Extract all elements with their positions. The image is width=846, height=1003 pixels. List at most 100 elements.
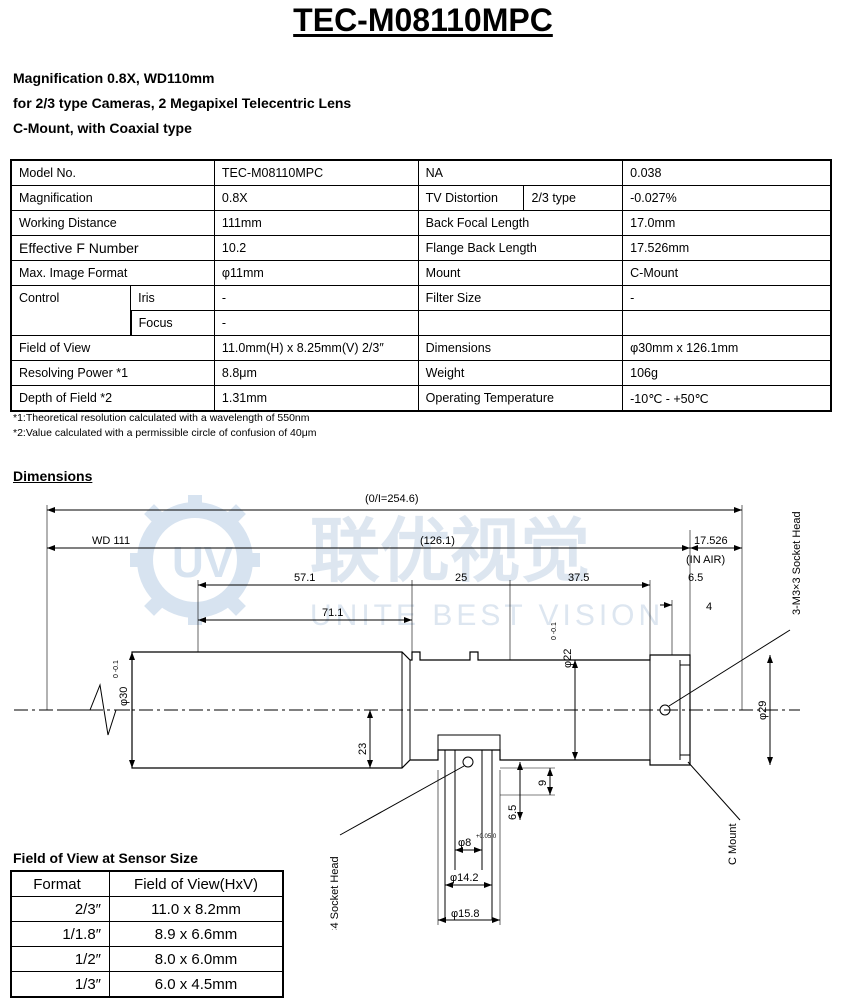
label-m3x3: 3-M3×3 Socket Head	[791, 511, 803, 615]
spec-label: Control	[10, 285, 132, 336]
table-row: Focus -	[11, 310, 833, 336]
spec-value: -0.027%	[622, 185, 833, 211]
spec-value: 17.0mm	[622, 210, 833, 236]
spec-value: -	[213, 285, 419, 311]
spec-label: Depth of Field *2	[9, 385, 215, 412]
spec-label: Weight	[417, 360, 624, 386]
spec-label: Back Focal Length	[417, 210, 624, 236]
label-tol8: +0.05 0	[476, 834, 497, 840]
fov-format: 1/2″	[10, 946, 110, 972]
spec-value: φ11mm	[213, 260, 419, 286]
label-711: 71.1	[322, 607, 343, 619]
label-in-air: (IN AIR)	[686, 554, 725, 566]
label-m3x4: 1-M3×4 Socket Head	[329, 856, 341, 930]
table-row: Model No. TEC-M08110MPC NA 0.038	[9, 159, 833, 186]
spec-sublabel: Focus	[129, 310, 215, 336]
spec-value: 0.8X	[213, 185, 419, 211]
spec-label: Flange Back Length	[417, 235, 624, 261]
spec-label: Max. Image Format	[9, 260, 215, 286]
spec-label: Filter Size	[417, 285, 624, 311]
label-phi158: φ15.8	[451, 908, 480, 920]
label-25: 25	[455, 572, 467, 584]
leader-m3x3	[668, 629, 791, 707]
table-row: Magnification 0.8X TV Distortion 2/3 typ…	[9, 185, 833, 211]
label-flange: 17.526	[694, 535, 728, 547]
table-row: Resolving Power *1 8.8μm Weight 106g	[9, 360, 833, 386]
spec-value: -10℃ - +50℃	[622, 385, 833, 412]
label-9: 9	[537, 780, 549, 786]
spec-value: 10.2	[213, 235, 419, 261]
spec-label: Effective F Number	[9, 235, 215, 261]
label-phi142: φ14.2	[450, 872, 479, 884]
footnotes: *1:Theoretical resolution calculated wit…	[13, 411, 317, 441]
spec-empty	[622, 310, 833, 336]
spec-value: 1.31mm	[213, 385, 419, 412]
leader-m3x4	[339, 765, 465, 836]
dimensions-title: Dimensions	[13, 468, 93, 484]
spec-value: -	[622, 285, 833, 311]
fov-value: 8.0 x 6.0mm	[109, 946, 284, 972]
intro-line: C-Mount, with Coaxial type	[13, 120, 192, 136]
break-line	[60, 683, 130, 736]
table-row: Field of View 11.0mm(H) x 8.25mm(V) 2/3″…	[9, 335, 833, 361]
fov-table: Format Field of View(HxV) 2/3″ 11.0 x 8.…	[10, 870, 284, 998]
spec-label: Model No.	[9, 159, 215, 186]
dimension-drawing: (0/I=254.6) WD 111 (126.1) 17.526 (IN AI…	[14, 493, 803, 930]
label-wd: WD 111	[92, 535, 130, 547]
spec-value: TEC-M08110MPC	[213, 159, 419, 186]
label-body: (126.1)	[420, 535, 455, 547]
spec-sublabel: Iris	[130, 285, 215, 311]
spec-value: 106g	[622, 360, 833, 386]
spec-label: Magnification	[9, 185, 215, 211]
spec-label: TV Distortion	[417, 185, 525, 211]
footnote: *1:Theoretical resolution calculated wit…	[13, 412, 310, 424]
table-row: Max. Image Format φ11mm Mount C-Mount	[9, 260, 833, 286]
fov-header-format: Format	[10, 870, 110, 897]
label-4: 4	[706, 601, 712, 613]
table-row: Control Iris - Filter Size -	[10, 285, 833, 336]
coax-flange	[437, 734, 501, 751]
intro-line: Magnification 0.8X, WD110mm	[13, 70, 215, 86]
intro-block: Magnification 0.8X, WD110mm for 2/3 type…	[13, 66, 351, 141]
socket-screw	[659, 704, 671, 716]
spec-value: C-Mount	[622, 260, 833, 286]
spec-value: -	[213, 310, 419, 336]
label-375: 37.5	[568, 572, 589, 584]
fov-title: Field of View at Sensor Size	[13, 850, 198, 866]
coax-port	[444, 750, 493, 920]
label-phi22: φ22	[562, 649, 574, 668]
spec-value: 8.8μm	[213, 360, 419, 386]
label-phi8: φ8	[458, 837, 471, 849]
spec-value: 11.0mm(H) x 8.25mm(V) 2/3″	[213, 335, 419, 361]
table-row: 1/3″ 6.0 x 4.5mm	[10, 971, 284, 998]
leader-cmount	[687, 761, 741, 821]
fov-header-fov: Field of View(HxV)	[109, 870, 284, 897]
spec-label: Resolving Power *1	[9, 360, 215, 386]
spec-label: Field of View	[9, 335, 215, 361]
spec-label: Working Distance	[9, 210, 215, 236]
label-phi30: φ30	[118, 687, 130, 706]
spec-table: Model No. TEC-M08110MPC NA 0.038 Magnifi…	[9, 159, 833, 412]
table-row: 1/2″ 8.0 x 6.0mm	[10, 946, 284, 972]
c-mount-thread	[679, 664, 691, 756]
spec-empty	[417, 310, 624, 336]
spec-sublabel: 2/3 type	[523, 185, 624, 211]
extension-lines	[46, 505, 743, 710]
spec-label: Dimensions	[417, 335, 624, 361]
spec-label: Mount	[417, 260, 624, 286]
label-65: 6.5	[688, 572, 703, 584]
label-phi29: φ29	[757, 701, 769, 720]
label-total: (0/I=254.6)	[365, 493, 419, 505]
table-row: 1/1.8″ 8.9 x 6.6mm	[10, 921, 284, 947]
fov-value: 11.0 x 8.2mm	[109, 896, 284, 922]
spec-label: Operating Temperature	[417, 385, 624, 412]
label-cmount: C Mount	[727, 823, 739, 865]
spec-value: 111mm	[213, 210, 419, 236]
label-tol22: 0 -0.1	[551, 622, 558, 640]
table-row: Depth of Field *2 1.31mm Operating Tempe…	[9, 385, 833, 412]
fov-value: 6.0 x 4.5mm	[109, 971, 284, 998]
spec-value: 0.038	[622, 159, 833, 186]
label-65b: 6.5	[507, 805, 519, 820]
label-57: 57.1	[294, 572, 315, 584]
table-row: Working Distance 111mm Back Focal Length…	[9, 210, 833, 236]
